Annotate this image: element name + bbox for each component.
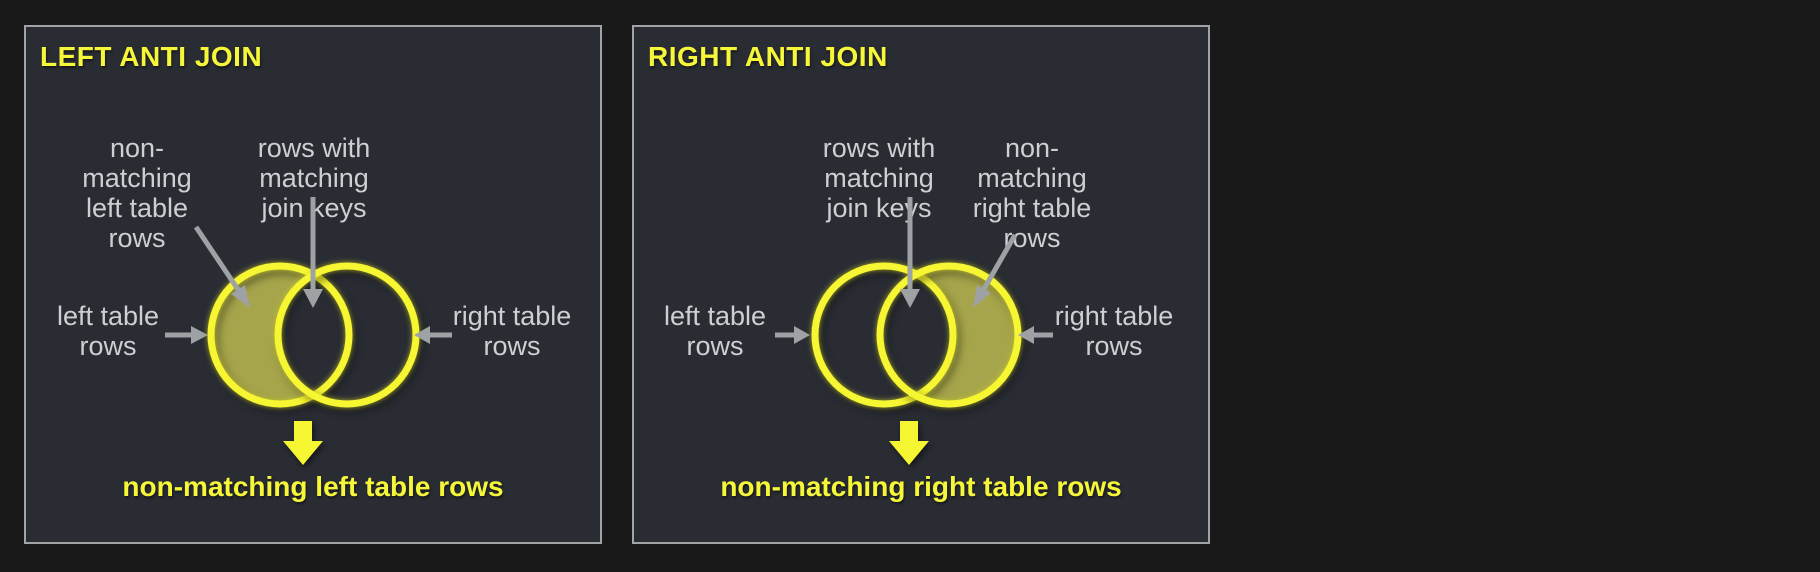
left-circle — [811, 262, 957, 408]
venn-circles — [811, 262, 1022, 408]
venn-diagram-right-anti-join — [775, 197, 1053, 465]
result-caption: non-matching left table rows — [122, 471, 504, 502]
left-circle — [207, 262, 353, 408]
result-caption: non-matching right table rows — [720, 471, 1122, 502]
matching-join-keys-label: rows with matching join keys — [822, 133, 936, 223]
left-table-rows-label: left table rows — [663, 301, 767, 361]
arrow-to-non-matching-region-icon — [981, 233, 1018, 291]
arrow-to-intersection-head-icon — [900, 289, 920, 308]
left-table-rows-label: left table rows — [56, 301, 160, 361]
pointer-arrows — [775, 197, 1053, 344]
pointer-arrows — [165, 197, 452, 344]
arrow-left-table-head-icon — [191, 326, 208, 344]
left-anti-join-panel: LEFT ANTI JOIN non- matching left table … — [24, 25, 602, 544]
down-arrow-icon — [889, 421, 929, 465]
arrow-to-non-matching-region-head-icon — [973, 285, 991, 308]
right-table-rows-label: right table rows — [1054, 301, 1174, 361]
right-anti-join-panel: RIGHT ANTI JOIN rows with matching join … — [632, 25, 1210, 544]
venn-diagram-left-anti-join — [165, 197, 452, 465]
intersection-region — [880, 267, 952, 403]
arrow-left-table-head-icon — [794, 326, 810, 344]
arrow-to-non-matching-region-head-icon — [231, 285, 250, 308]
arrow-right-table-head-icon — [1018, 326, 1034, 344]
non-matching-left-rows-label: non- matching left table rows — [82, 133, 192, 253]
arrow-to-non-matching-region-icon — [193, 225, 242, 293]
right-table-rows-label: right table rows — [452, 301, 572, 361]
down-arrow-icon — [283, 421, 323, 465]
arrow-right-table-head-icon — [414, 326, 430, 344]
arrow-to-intersection-head-icon — [303, 289, 323, 308]
panel-title: RIGHT ANTI JOIN — [648, 41, 888, 72]
matching-join-keys-label: rows with matching join keys — [257, 133, 371, 223]
panel-title: LEFT ANTI JOIN — [40, 41, 263, 72]
